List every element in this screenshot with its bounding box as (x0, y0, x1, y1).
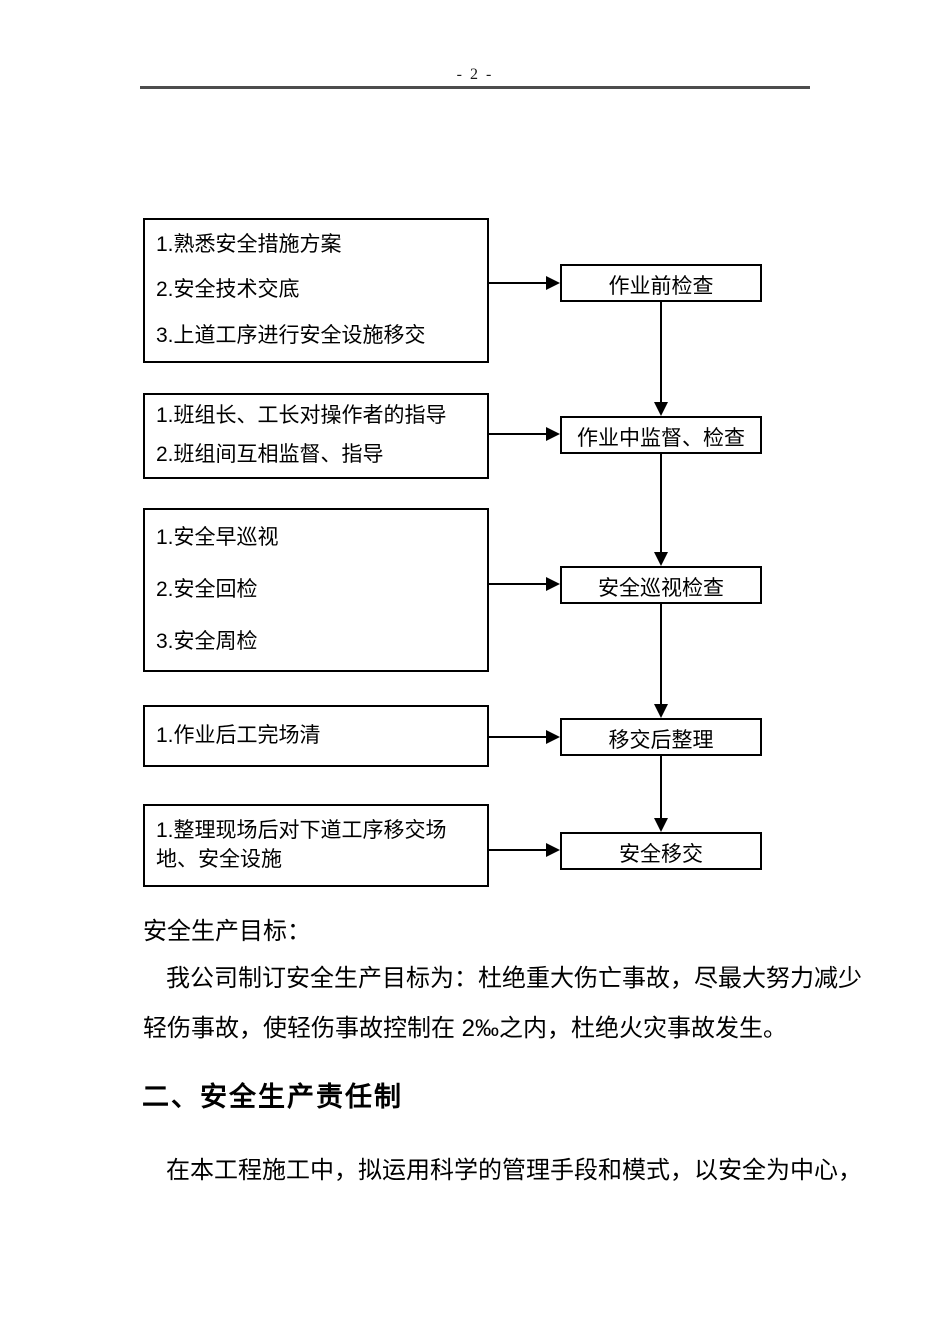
flow-item: 1.熟悉安全措施方案 (156, 232, 342, 256)
flow-item: 2.安全技术交底 (156, 278, 300, 302)
goal-heading: 安全生产目标： (143, 918, 311, 945)
chapter-heading: 二、安全生产责任制 (142, 1082, 403, 1112)
paragraph-line: 在本工程施工中，拟运用科学的管理手段和模式，以安全为中心， (166, 1157, 862, 1184)
flow-item: 1.作业后工完场清 (156, 723, 321, 747)
flow-right-box-5: 安全移交 (560, 832, 762, 870)
arrow-down-icon (654, 552, 668, 566)
connector-down-shaft-1 (660, 302, 662, 403)
arrow-down-icon (654, 704, 668, 718)
chapter-paragraph: 在本工程施工中，拟运用科学的管理手段和模式，以安全为中心， (143, 1146, 903, 1196)
connector-down-shaft-2 (660, 454, 662, 553)
connector-right-shaft-3 (489, 583, 547, 585)
flow-item: 1.安全早巡视 (156, 525, 279, 549)
flow-left-box-5: 1.整理现场后对下道工序移交场地、安全设施 (143, 804, 489, 887)
goal-paragraph: 我公司制订安全生产目标为：杜绝重大伤亡事故，尽最大努力减少 轻伤事故，使轻伤事故… (143, 954, 903, 1054)
connector-right-shaft-5 (489, 849, 547, 851)
flow-right-box-2: 作业中监督、检查 (560, 416, 762, 454)
flow-item: 2.班组间互相监督、指导 (156, 443, 384, 467)
arrow-right-icon (546, 276, 560, 290)
flow-right-box-3: 安全巡视检查 (560, 566, 762, 604)
flow-left-box-2: 1.班组长、工长对操作者的指导 2.班组间互相监督、指导 (143, 393, 489, 479)
paragraph-line: 轻伤事故，使轻伤事故控制在 2‰之内，杜绝火灾事故发生。 (143, 1015, 788, 1042)
connector-right-shaft-4 (489, 736, 547, 738)
connector-down-shaft-3 (660, 604, 662, 705)
arrow-right-icon (546, 427, 560, 441)
flow-item: 1.整理现场后对下道工序移交场地、安全设施 (156, 819, 447, 871)
flow-item: 1.班组长、工长对操作者的指导 (156, 404, 447, 428)
header-rule (140, 86, 810, 89)
page-number: - 2 - (456, 66, 494, 83)
arrow-down-icon (654, 402, 668, 416)
flow-right-box-1: 作业前检查 (560, 264, 762, 302)
arrow-right-icon (546, 843, 560, 857)
arrow-down-icon (654, 818, 668, 832)
flow-right-box-4: 移交后整理 (560, 718, 762, 756)
connector-right-shaft-1 (489, 282, 547, 284)
flow-left-box-1: 1.熟悉安全措施方案 2.安全技术交底 3.上道工序进行安全设施移交 (143, 218, 489, 363)
paragraph-line: 我公司制订安全生产目标为：杜绝重大伤亡事故，尽最大努力减少 (166, 965, 862, 992)
flow-item: 3.安全周检 (156, 629, 258, 653)
connector-down-shaft-4 (660, 756, 662, 819)
flow-item: 3.上道工序进行安全设施移交 (156, 323, 426, 347)
flow-left-box-4: 1.作业后工完场清 (143, 705, 489, 767)
arrow-right-icon (546, 577, 560, 591)
flow-item: 2.安全回检 (156, 577, 258, 601)
connector-right-shaft-2 (489, 433, 547, 435)
arrow-right-icon (546, 730, 560, 744)
flow-left-box-3: 1.安全早巡视 2.安全回检 3.安全周检 (143, 508, 489, 672)
